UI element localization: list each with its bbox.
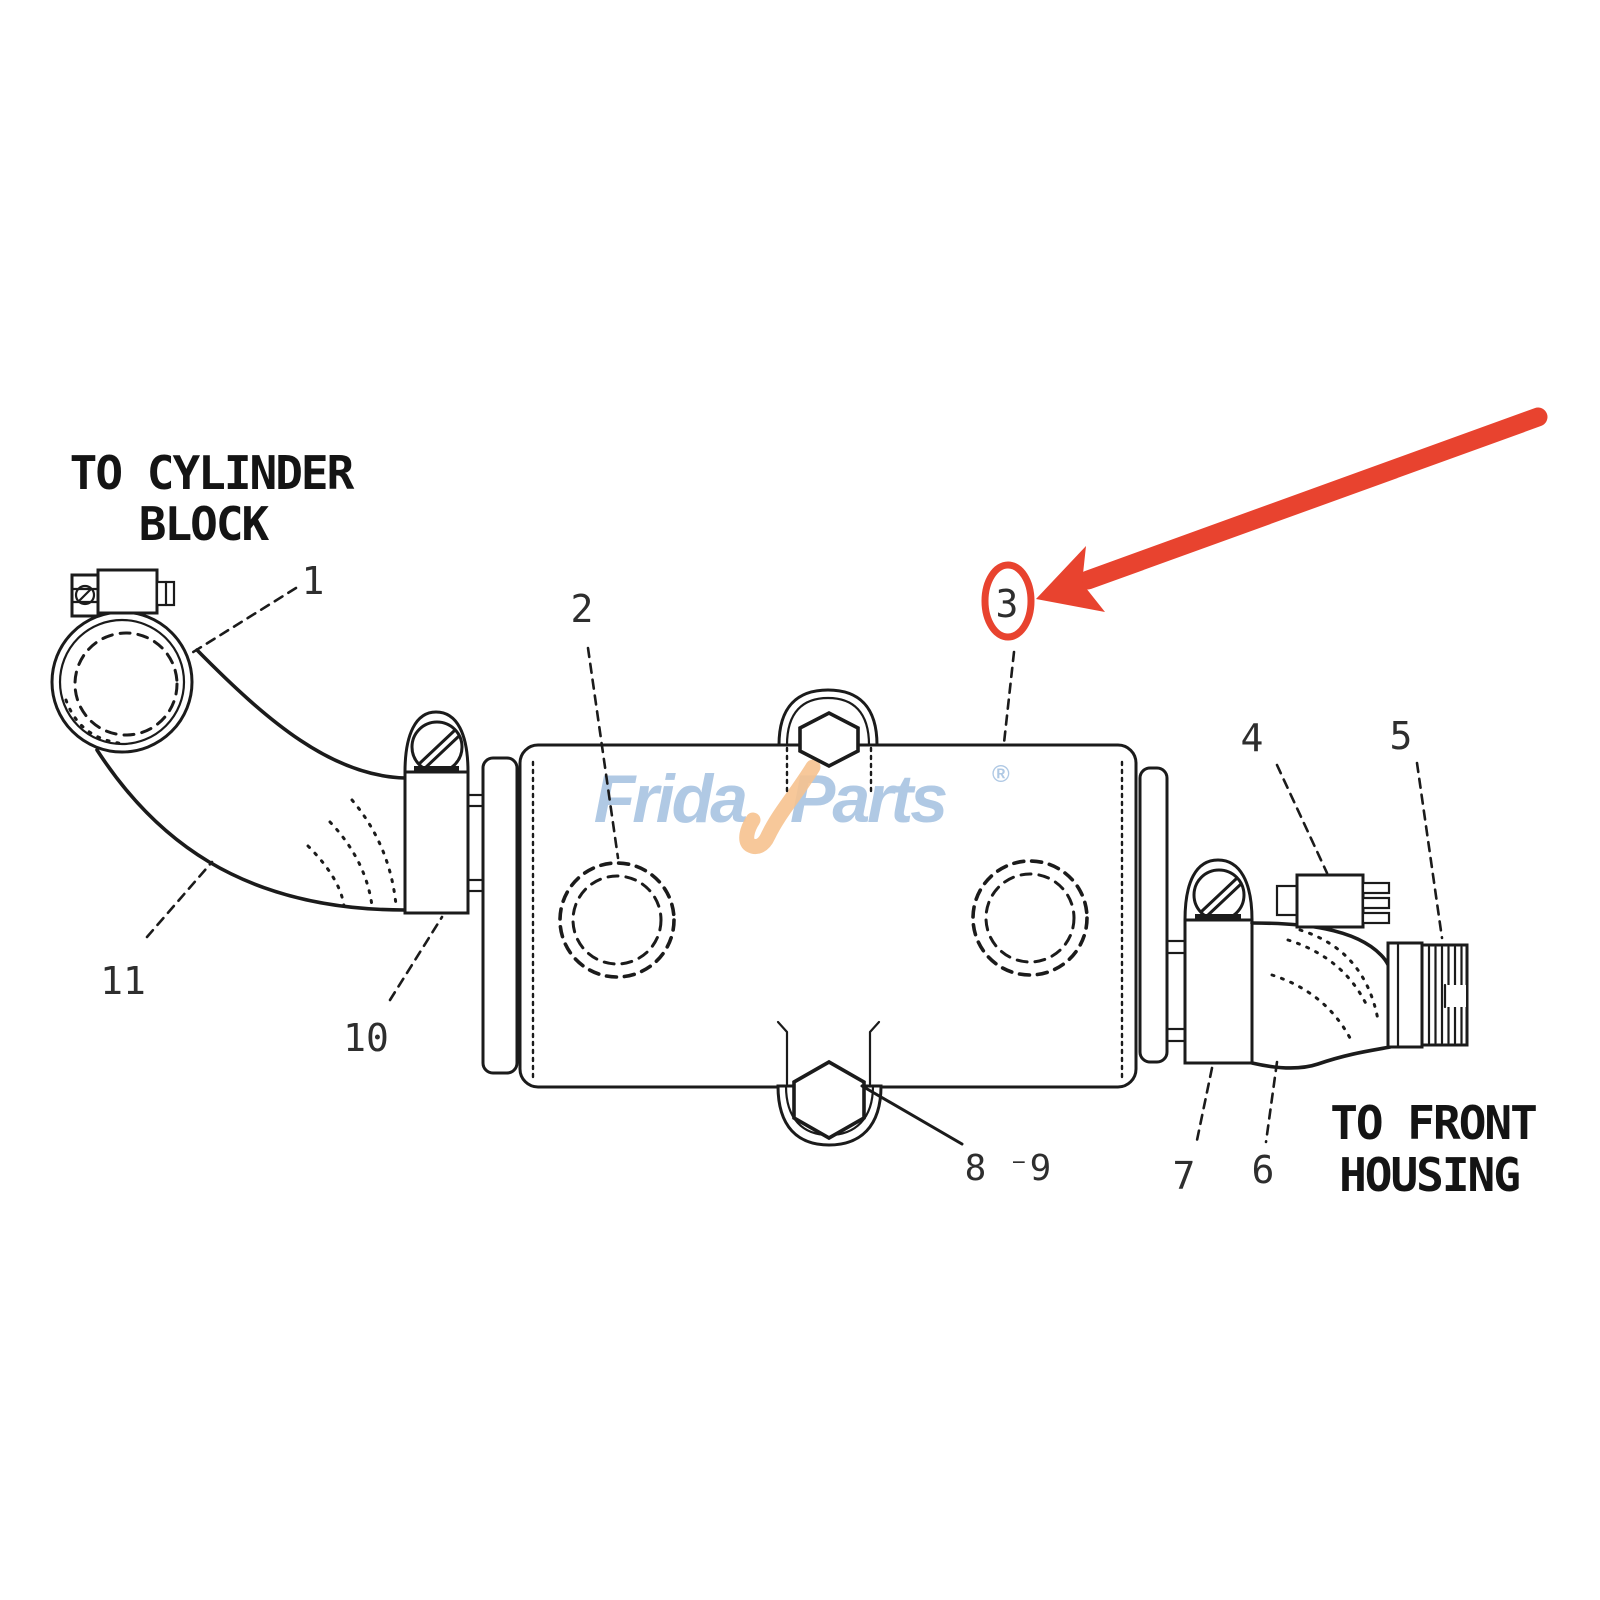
port-right-inner-dashed [984, 872, 1076, 964]
watermark-text-frida: Frida [594, 761, 746, 837]
threaded-fitting-5 [1386, 941, 1469, 1049]
top-plug-hex-nut [798, 710, 860, 769]
leader-line-11 [145, 860, 214, 939]
leader-lines [145, 586, 1444, 1147]
callout-1: 1 [302, 559, 325, 603]
port-left-outer-dashed [558, 861, 676, 979]
outlet-hose-upper-edge [1250, 921, 1394, 980]
clamp1-housing-slots [70, 587, 100, 604]
clamp10-band-shadow [414, 766, 459, 774]
inlet-elbow-hose [50, 610, 407, 912]
inlet-flange-stipple [64, 698, 128, 746]
fitting-coupler-step [1386, 941, 1424, 1049]
clamp1-body [96, 568, 159, 615]
bottom-boss-hidden-lines [776, 1020, 881, 1086]
port-right-outer-dashed [971, 859, 1089, 977]
leader-line-7 [1194, 1066, 1214, 1147]
bottom-plug-hex-nut [792, 1059, 866, 1141]
top-boss-collar-inner [785, 696, 871, 747]
hose-lower-edge [95, 748, 407, 912]
clamp7-tab-top [1165, 939, 1187, 955]
hose-upper-edge [195, 648, 407, 780]
callout-11: 11 [100, 959, 146, 1003]
cooler-left-collar [481, 756, 519, 1075]
inlet-flange-inner-ring [58, 618, 186, 746]
callout-10: 10 [343, 1016, 389, 1060]
outlet-elbow-hose-6 [1250, 921, 1394, 1070]
outlet-hose-lower-edge [1250, 1045, 1392, 1070]
label-to-cylinder-block-line2: BLOCK [139, 497, 270, 551]
leader-line-3 [1002, 650, 1016, 745]
watermark-registered-icon: ® [992, 761, 1010, 788]
callout-4: 4 [1241, 716, 1264, 760]
hose-clamp-4 [1275, 873, 1391, 929]
watermark-swoosh-icon [739, 759, 821, 855]
hose-clamp-10 [403, 710, 485, 915]
inlet-flange-clamp [70, 568, 176, 618]
callout-7: 7 [1173, 1154, 1196, 1198]
fridayparts-watermark: Frida Parts ® [594, 759, 1010, 855]
fitting-thread-notch [1444, 985, 1466, 1007]
clamp7-tab-bottom [1165, 1027, 1187, 1043]
clamp4-comb-tooth-3 [1361, 911, 1391, 925]
cooler-right-collar [1138, 766, 1169, 1064]
outlet-stipple-2 [1270, 973, 1352, 1040]
callout-5: 5 [1390, 714, 1413, 758]
highlight-circle [981, 561, 1035, 641]
text-annotations: TO CYLINDER BLOCK TO FRONT HOUSING [70, 446, 1538, 1202]
highlight-arrow-head-icon [1036, 546, 1105, 612]
callout-numbers: 1 2 3 4 5 6 7 8 ⁻9 10 11 [100, 559, 1412, 1198]
top-plug-boss [777, 688, 879, 796]
label-to-front-housing-line1: TO FRONT [1330, 1096, 1536, 1150]
leader-line-6 [1264, 1060, 1279, 1144]
clamp7-band-shadow [1195, 914, 1241, 922]
hose-stipple-2 [328, 820, 374, 908]
port-left-inner-dashed [571, 874, 663, 966]
label-to-front-housing-line2: HOUSING [1339, 1148, 1519, 1202]
leader-line-4 [1275, 763, 1329, 875]
clamp4-left-tab [1275, 884, 1299, 917]
hose-clamp-7 [1165, 858, 1254, 1065]
callout-8-9: 8 ⁻9 [965, 1148, 1052, 1189]
clamp1-screw-icon [74, 584, 96, 606]
callout-2: 2 [571, 587, 594, 631]
leader-line-2 [586, 646, 620, 860]
clamp4-comb-tooth-2 [1361, 896, 1391, 910]
clamp10-tab-top [466, 793, 485, 808]
inlet-flange-bore-dashed [73, 631, 179, 737]
outlet-stipple-3 [1298, 928, 1380, 1022]
callout-3: 3 [996, 582, 1019, 626]
top-boss-hidden-lines [785, 746, 873, 796]
leader-line-10 [388, 915, 444, 1002]
leader-line-1 [188, 586, 298, 656]
clamp10-tab-bottom [466, 878, 485, 893]
highlight-arrow-shaft [1078, 407, 1548, 590]
bottom-plug-boss [776, 1020, 883, 1147]
outlet-stipple-1 [1286, 938, 1370, 1010]
red-highlight [981, 407, 1548, 641]
clamp4-comb-tooth-1 [1361, 881, 1391, 895]
clamp7-band [1183, 918, 1254, 1065]
clamp10-screw-slot [417, 729, 461, 771]
label-to-cylinder-block-line1: TO CYLINDER [70, 446, 355, 500]
leader-line-8-9 [860, 1084, 964, 1146]
clamp1-screw-slot [77, 587, 93, 603]
clamp4-body [1295, 873, 1365, 929]
hose-stipple-1 [350, 798, 398, 907]
clamp10-band [403, 770, 470, 915]
hose-stipple-3 [306, 844, 346, 908]
callout-6: 6 [1252, 1148, 1275, 1192]
clamp7-screw-slot [1200, 877, 1243, 918]
leader-line-5 [1415, 761, 1444, 940]
